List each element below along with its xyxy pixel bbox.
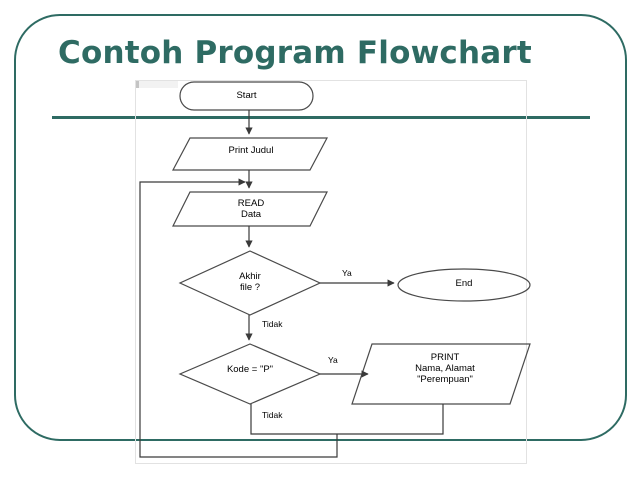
edge-kode-no-to-rail — [250, 404, 337, 435]
edge-label-kode-no: Tidak — [262, 410, 283, 420]
node-read-data-label: READ Data — [237, 198, 265, 220]
node-akhir-file-label: Akhir file ? — [239, 271, 261, 293]
node-print-judul-label: Print Judul — [228, 145, 274, 156]
edge-label-akhir-no: Tidak — [262, 319, 283, 329]
node-kode-p-label: Kode = "P" — [226, 364, 274, 375]
flowchart-image-placeholder[interactable] — [135, 80, 527, 464]
node-print-nama-shape — [351, 343, 531, 405]
node-end-shape — [397, 268, 531, 302]
image-toolbar-artifact — [136, 81, 178, 88]
page-title: Contoh Program Flowchart — [58, 35, 532, 71]
edge-label-akhir-yes: Ya — [342, 268, 352, 278]
node-end-label: End — [455, 278, 473, 289]
edge-label-kode-yes: Ya — [328, 355, 338, 365]
node-akhir-file-shape — [178, 250, 322, 316]
title-underline-rule — [52, 116, 590, 119]
node-start-shape — [179, 81, 314, 111]
edge-loop-back-to-read — [139, 178, 338, 458]
node-start-label: Start — [236, 90, 257, 101]
edge-print-to-rail — [337, 404, 444, 435]
node-kode-p-shape — [178, 343, 322, 405]
node-print-judul-shape — [172, 137, 328, 171]
node-print-nama-label: PRINT Nama, Alamat "Perempuan" — [415, 352, 475, 385]
node-read-data-shape — [172, 191, 328, 227]
